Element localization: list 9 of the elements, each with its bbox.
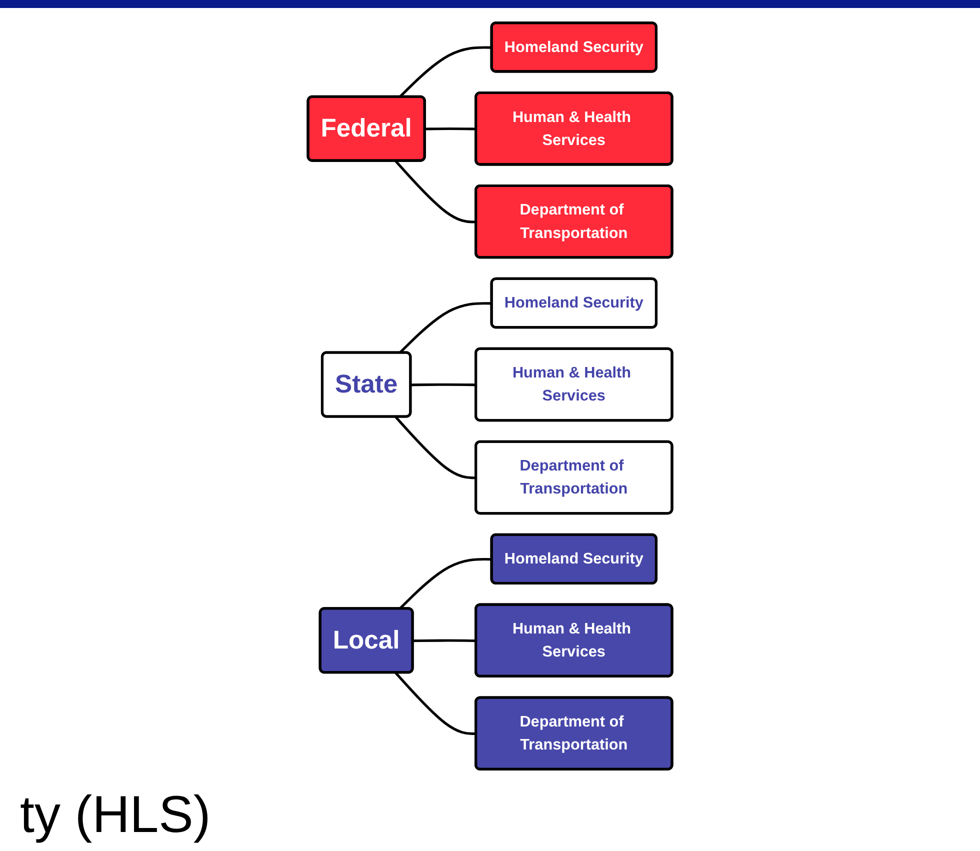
connector	[398, 302, 492, 354]
connector	[425, 127, 476, 130]
connector	[398, 46, 492, 98]
slide-text: ty (HLS)	[20, 786, 211, 844]
connector	[394, 672, 476, 736]
connector	[412, 639, 476, 642]
connector	[410, 383, 476, 386]
connector	[394, 160, 476, 224]
connector	[394, 416, 476, 480]
